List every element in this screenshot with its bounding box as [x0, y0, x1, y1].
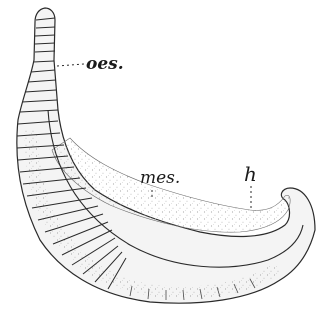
label-mesenteron: mes. [140, 170, 180, 187]
label-oesophagus: oes. [86, 56, 124, 73]
oes-leader [57, 64, 84, 66]
label-heart: h [244, 164, 257, 184]
